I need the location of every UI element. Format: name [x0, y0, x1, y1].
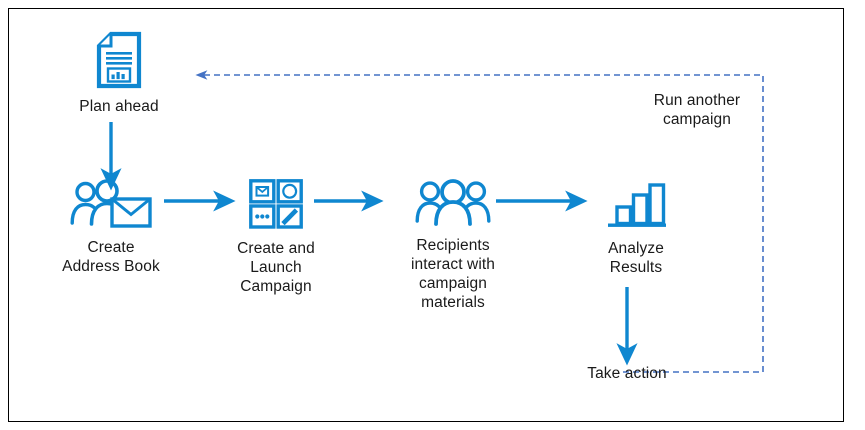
node-take-action[interactable]: Take action: [557, 364, 697, 383]
people-envelope-icon: [31, 179, 191, 229]
node-label-recipients-interact: Recipients interact with campaign materi…: [411, 237, 495, 311]
node-label-create-launch-campaign: Create and Launch Campaign: [237, 240, 315, 295]
group-people-icon: [382, 179, 524, 227]
node-create-launch-campaign[interactable]: Create and Launch Campaign: [208, 179, 344, 296]
document-report-icon: [49, 31, 189, 89]
node-analyze-results[interactable]: Analyze Results: [575, 181, 697, 277]
node-plan-ahead[interactable]: Plan ahead: [49, 31, 189, 116]
node-recipients-interact[interactable]: Recipients interact with campaign materi…: [382, 179, 524, 312]
bar-chart-icon: [575, 181, 697, 229]
campaign-tiles-icon: [208, 179, 344, 229]
node-create-address-book[interactable]: Create Address Book: [31, 179, 191, 276]
node-label-analyze-results: Analyze Results: [608, 240, 664, 276]
connector-layer: [100, 70, 764, 373]
node-label-plan-ahead: Plan ahead: [79, 98, 159, 115]
diagram-frame: Plan ahead Create Address Book: [8, 8, 844, 422]
connector-takeaction-to-plan-loop: [195, 70, 764, 373]
node-label-take-action: Take action: [587, 365, 667, 382]
node-label-create-address-book: Create Address Book: [62, 239, 160, 275]
label-run-another-campaign: Run another campaign: [619, 91, 775, 129]
node-label-run-another-campaign: Run another campaign: [653, 92, 741, 128]
